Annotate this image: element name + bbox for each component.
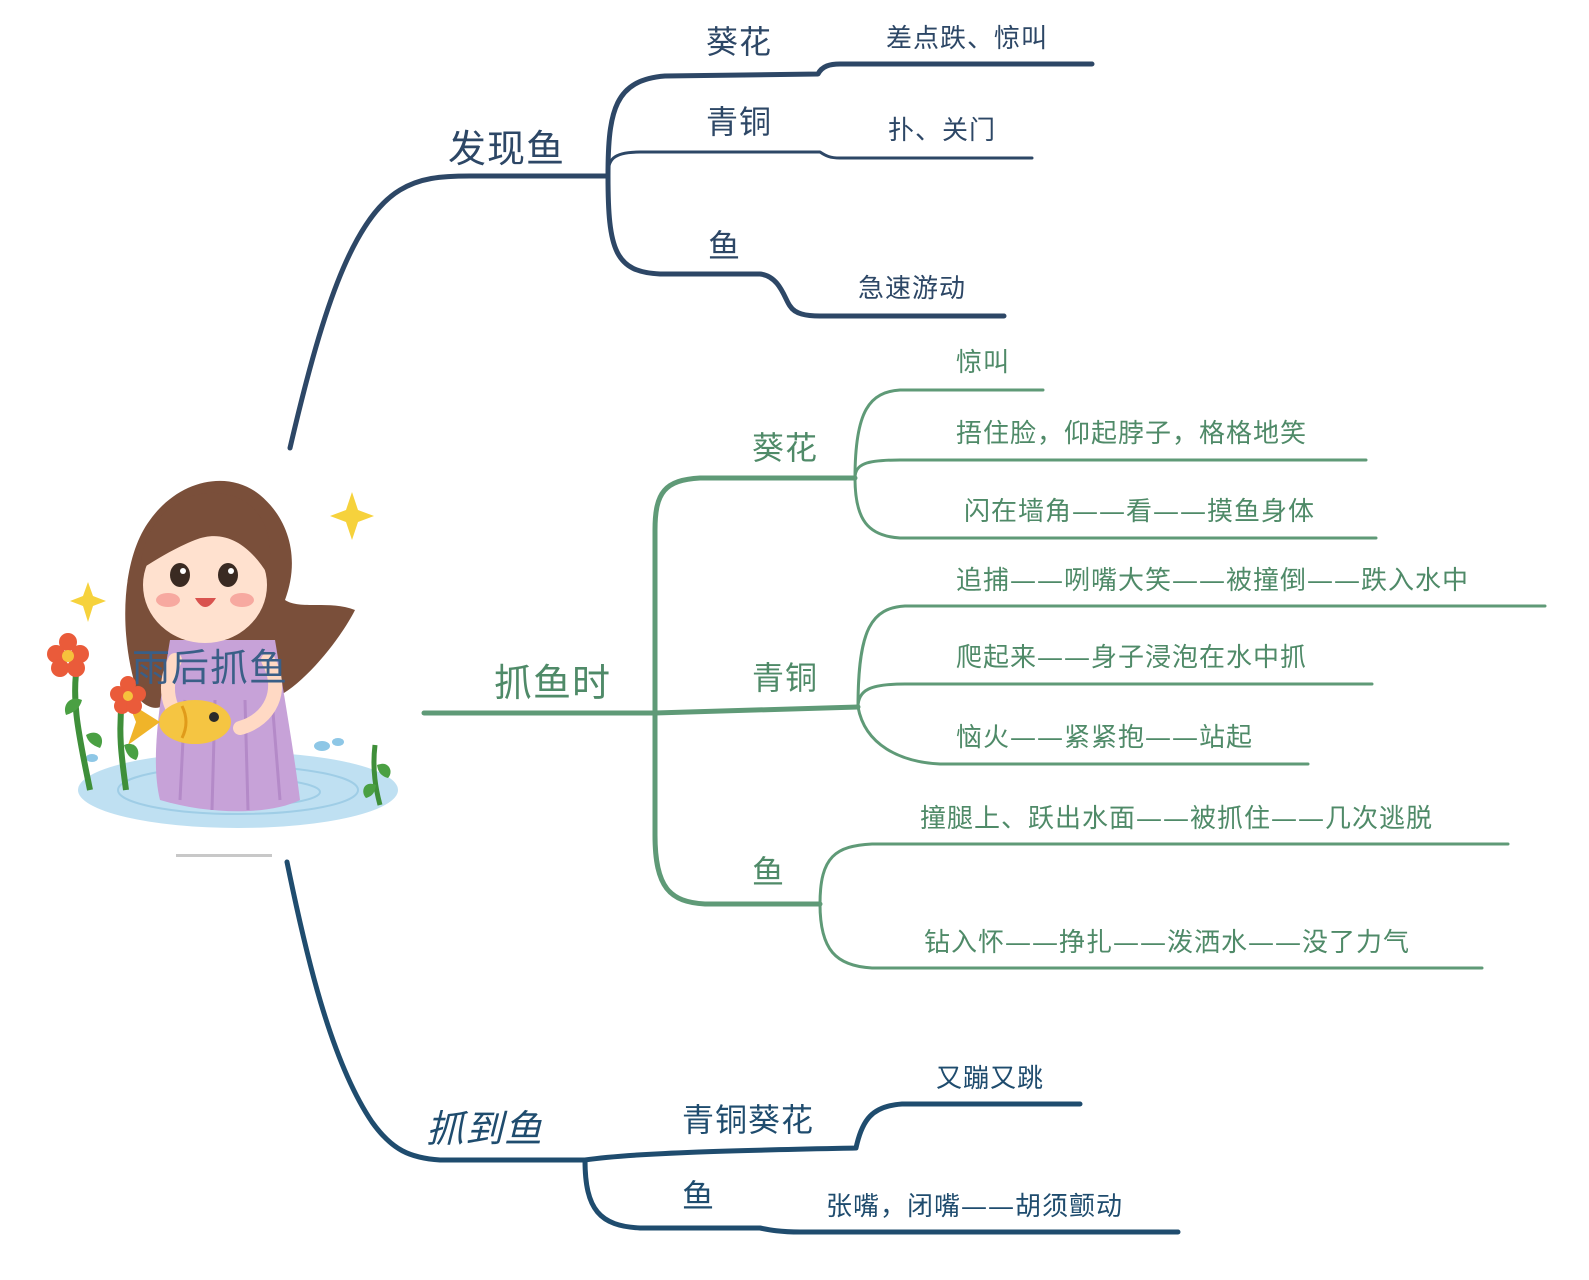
leaf-text: 撞腿上、跃出水面——被抓住——几次逃脱 <box>920 804 1434 834</box>
leaf-text: 差点跌、惊叫 <box>886 24 1049 54</box>
leaf-text: 闪在墙角——看——摸鱼身体 <box>964 497 1316 527</box>
branch-lines-caught-fish <box>284 859 1181 1235</box>
branch-label-found-fish: 发现鱼 <box>448 127 566 171</box>
sub-label-fish: 鱼 <box>682 1177 716 1215</box>
sub-label-kuihua: 葵花 <box>752 429 819 467</box>
leaf-text: 追捕——咧嘴大笑——被撞倒——跌入水中 <box>956 566 1470 596</box>
branch-label-caught-fish: 抓到鱼 <box>426 1107 544 1151</box>
leaf-text: 张嘴，闭嘴——胡须颤动 <box>826 1192 1124 1222</box>
leaf-text: 恼火——紧紧抱——站起 <box>956 723 1254 753</box>
sub-label-qingtong: 青铜 <box>706 103 773 141</box>
leaf-text: 捂住脸，仰起脖子，格格地笑 <box>956 419 1308 449</box>
sub-label-qingtong: 青铜 <box>752 659 819 697</box>
leaf-text: 钻入怀——挣扎——泼洒水——没了力气 <box>924 928 1411 958</box>
sub-label-fish: 鱼 <box>708 227 742 265</box>
leaf-text: 爬起来——身子浸泡在水中抓 <box>956 643 1308 673</box>
center-topic-title: 雨后抓鱼 <box>132 646 289 690</box>
leaf-text: 扑、关门 <box>888 116 997 146</box>
leaf-text: 惊叫 <box>956 348 1011 378</box>
branch-lines-found-fish <box>287 61 1095 451</box>
branch-label-catching-fish: 抓鱼时 <box>494 661 612 705</box>
leaf-text: 急速游动 <box>858 274 967 304</box>
branch-lines-catching-fish <box>421 388 1547 970</box>
girl-holding-fish-illustration <box>47 480 398 857</box>
leaf-text: 又蹦又跳 <box>936 1064 1045 1094</box>
sub-label-qingtong-kuihua: 青铜葵花 <box>682 1101 815 1139</box>
sub-label-kuihua: 葵花 <box>706 23 773 61</box>
sub-label-fish: 鱼 <box>752 853 786 891</box>
